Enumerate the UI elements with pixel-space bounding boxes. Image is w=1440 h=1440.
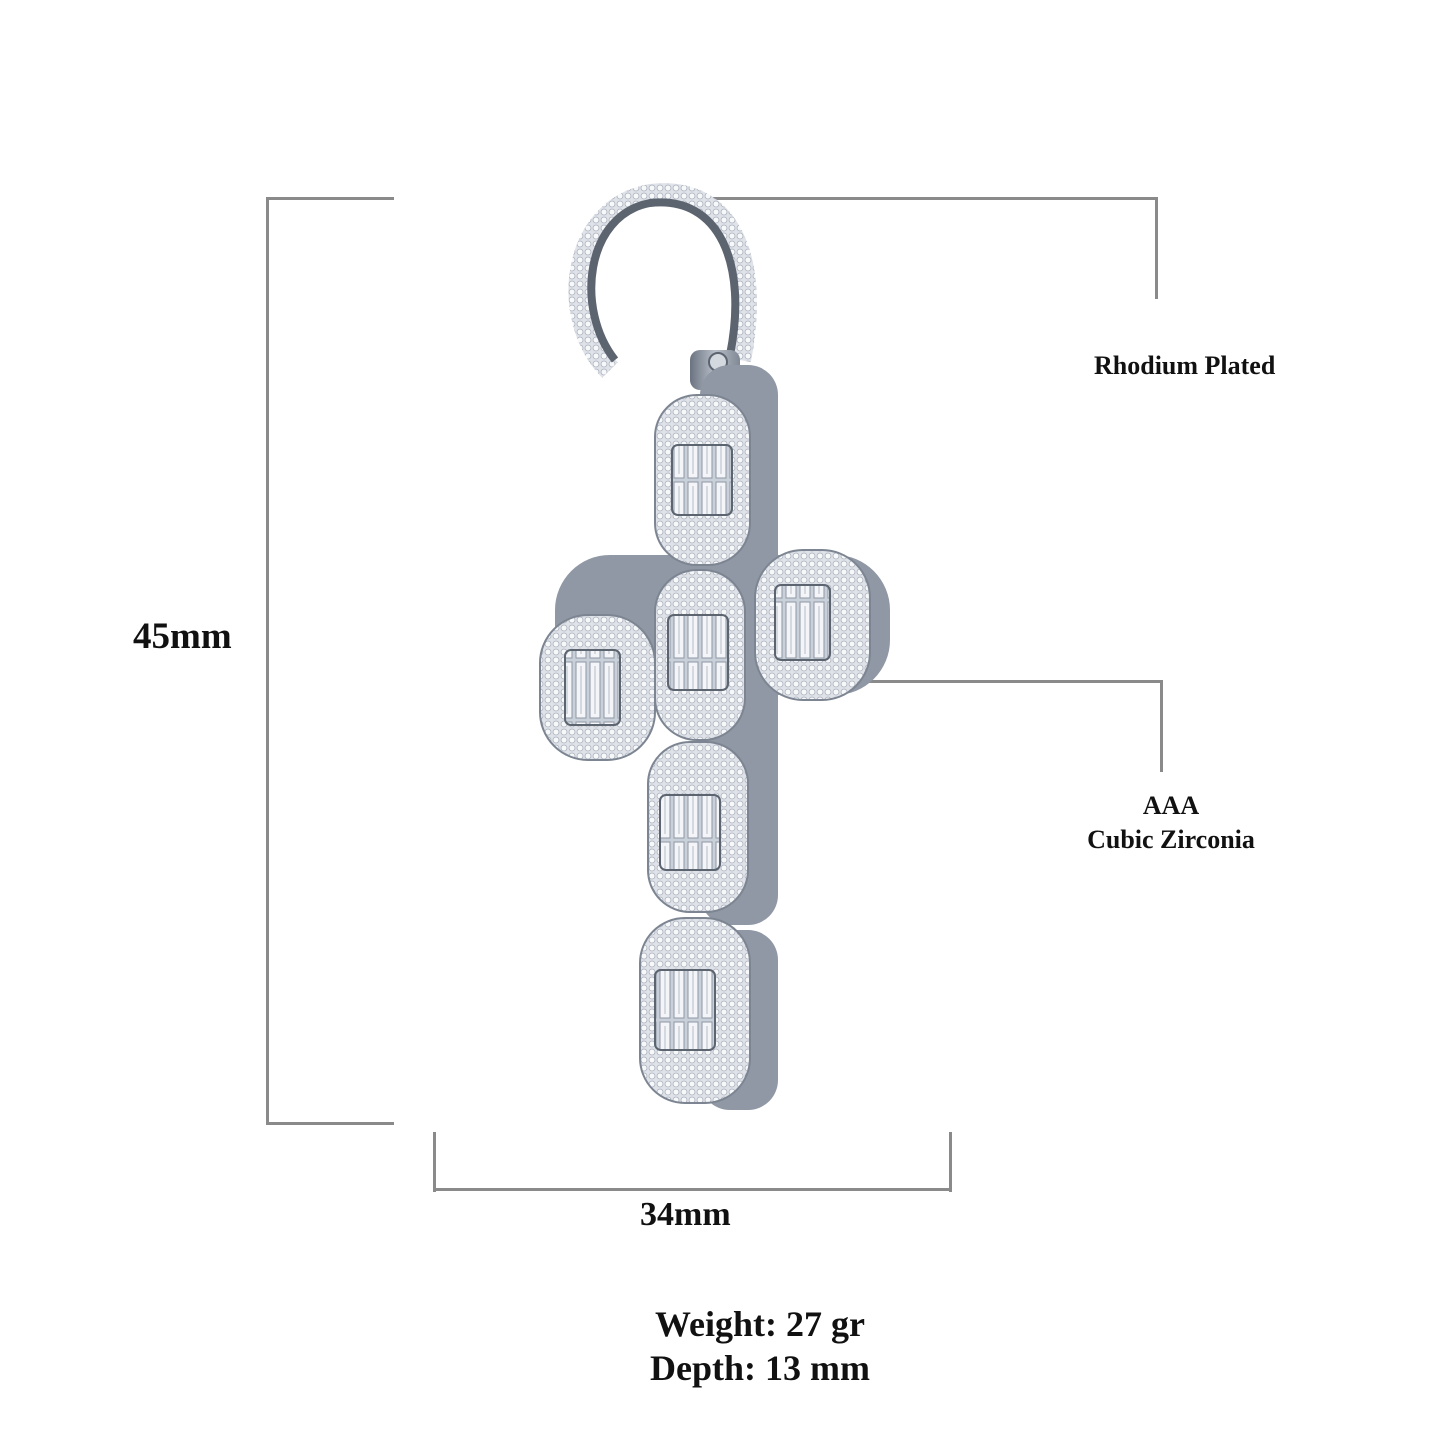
stone-grade: AAA	[1142, 791, 1200, 820]
width-dimension-label: 34mm	[640, 1196, 731, 1233]
stone-type: Cubic Zirconia	[1087, 825, 1255, 854]
height-bracket-top	[266, 197, 394, 200]
width-bracket-horizontal	[433, 1188, 952, 1191]
width-bracket-left	[433, 1132, 436, 1192]
specs-block: Weight: 27 gr Depth: 13 mm	[560, 1302, 960, 1390]
stone-callout-horizontal	[733, 680, 1163, 683]
stone-clusters	[539, 394, 871, 1104]
plating-callout-horizontal	[708, 197, 1158, 200]
height-bracket-bottom	[266, 1122, 394, 1125]
weight-spec: Weight: 27 gr	[655, 1304, 865, 1344]
cross-pendant-image	[539, 183, 890, 1110]
stone-callout-label: AAA Cubic Zirconia	[1066, 789, 1276, 857]
height-bracket-vertical	[266, 197, 269, 1125]
plating-callout-vertical	[1155, 197, 1158, 299]
depth-spec: Depth: 13 mm	[650, 1348, 870, 1388]
bail	[568, 183, 757, 390]
stone-callout-vertical	[1160, 680, 1163, 772]
width-bracket-right	[949, 1132, 952, 1192]
height-dimension-label: 45mm	[133, 616, 232, 657]
plating-callout-label: Rhodium Plated	[1094, 351, 1276, 380]
